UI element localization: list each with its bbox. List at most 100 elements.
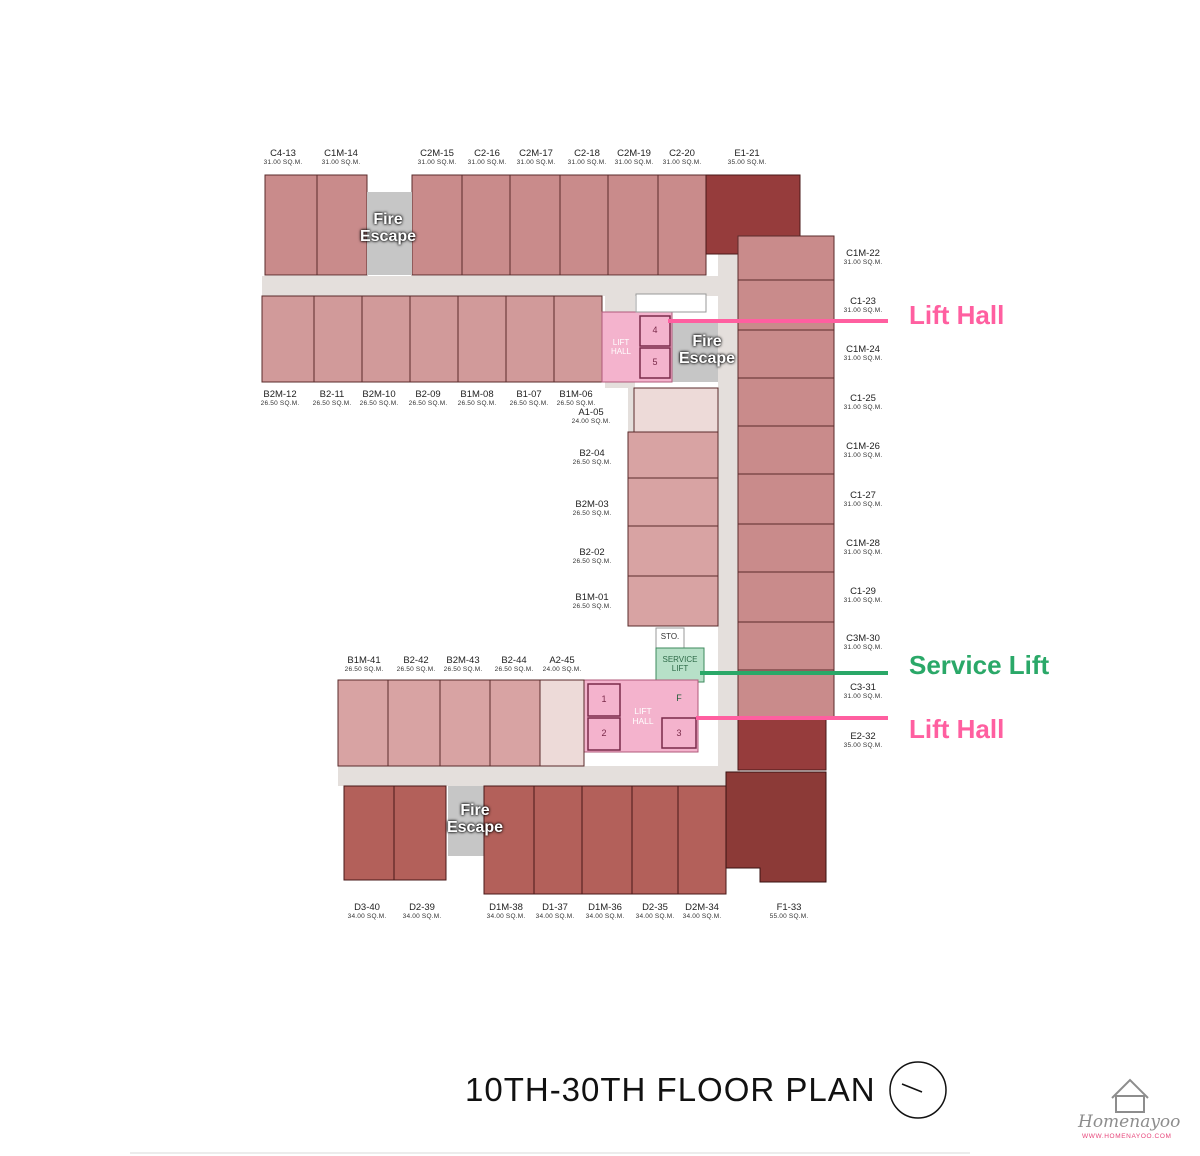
unit-area: 34.00 SQ.M.: [347, 913, 387, 921]
upper-row-units: [261, 295, 603, 383]
unit-code: B2-04: [579, 448, 605, 459]
fire-escape-line1: Fire: [692, 333, 722, 350]
unit-label: E2-32 35.00 SQ.M.: [828, 731, 898, 750]
unit-code: B1M-01: [575, 592, 609, 603]
unit-area: 26.50 SQ.M.: [572, 459, 612, 467]
unit-code: C1M-28: [846, 538, 880, 549]
unit-code: B2M-03: [575, 499, 609, 510]
unit-label: C1M-22 31.00 SQ.M.: [828, 248, 898, 267]
unit-code: E2-32: [850, 731, 876, 742]
unit-label: C1-23 31.00 SQ.M.: [828, 296, 898, 315]
fire-escape-line1: Fire: [373, 211, 403, 228]
lift-hall-line1: LIFT: [634, 706, 652, 716]
unit-label: B1M-08 26.50 SQ.M.: [442, 389, 512, 408]
unit-area: 26.50 SQ.M.: [443, 666, 483, 674]
unit-label: B2-44 26.50 SQ.M.: [479, 655, 549, 674]
fire-escape-label: Fire Escape: [353, 211, 423, 246]
unit-code: C2-18: [574, 148, 600, 159]
unit-label: B2-11 26.50 SQ.M.: [297, 389, 367, 408]
unit-code: B2-09: [415, 389, 441, 400]
unit-label: B2-09 26.50 SQ.M.: [393, 389, 463, 408]
unit-area: 26.50 SQ.M.: [344, 666, 384, 674]
unit-label: C1-27 31.00 SQ.M.: [828, 490, 898, 509]
unit-area: 26.50 SQ.M.: [572, 558, 612, 566]
unit-code: D2-35: [642, 902, 668, 913]
lift-hall-top: [601, 293, 707, 383]
unit-code: D1M-36: [588, 902, 622, 913]
unit-label: B2-04 26.50 SQ.M.: [557, 448, 627, 467]
unit-e2-32: [737, 717, 827, 771]
unit-code: E1-21: [734, 148, 760, 159]
inner-units: [627, 387, 719, 627]
unit-code: B1M-06: [559, 389, 593, 400]
unit-label: D1M-36 34.00 SQ.M.: [570, 902, 640, 921]
unit-code: C1-25: [850, 393, 876, 404]
house-logo-icon: [1111, 1078, 1149, 1113]
lift-number: 1: [601, 694, 607, 704]
unit-area: 31.00 SQ.M.: [567, 159, 607, 167]
unit-area: 35.00 SQ.M.: [727, 159, 767, 167]
unit-code: B2-44: [501, 655, 527, 666]
unit-area: 26.50 SQ.M.: [359, 400, 399, 408]
unit-label: A1-05 24.00 SQ.M.: [556, 407, 626, 426]
unit-code: B2M-10: [362, 389, 396, 400]
unit-area: 26.50 SQ.M.: [556, 400, 596, 408]
unit-area: 34.00 SQ.M.: [635, 913, 675, 921]
unit-code: C2-16: [474, 148, 500, 159]
unit-code: C2M-17: [519, 148, 553, 159]
unit-label: F1-33 55.00 SQ.M.: [754, 902, 824, 921]
unit-area: 34.00 SQ.M.: [486, 913, 526, 921]
fire-escape-line2: Escape: [359, 227, 417, 245]
unit-code: D1M-38: [489, 902, 523, 913]
unit-label: C1-25 31.00 SQ.M.: [828, 393, 898, 412]
unit-area: 26.50 SQ.M.: [494, 666, 534, 674]
unit-code: B1M-08: [460, 389, 494, 400]
sto-label: STO.: [660, 632, 680, 641]
brand-name: Homenayoo: [1078, 1112, 1181, 1132]
bottom-units: [343, 785, 727, 895]
lift-hall-line2: HALL: [632, 716, 654, 726]
unit-label: E1-21 35.00 SQ.M.: [712, 148, 782, 167]
unit-label: B1M-41 26.50 SQ.M.: [329, 655, 399, 674]
unit-label: D2-35 34.00 SQ.M.: [620, 902, 690, 921]
unit-label: C2-18 31.00 SQ.M.: [552, 148, 622, 167]
unit-area: 31.00 SQ.M.: [843, 644, 883, 652]
top-row-units: [264, 174, 707, 276]
unit-label: C1M-26 31.00 SQ.M.: [828, 441, 898, 460]
unit-area: 26.50 SQ.M.: [260, 400, 300, 408]
unit-area: 31.00 SQ.M.: [417, 159, 457, 167]
unit-area: 31.00 SQ.M.: [843, 355, 883, 363]
lift-number: 3: [676, 728, 682, 738]
unit-label: B2-02 26.50 SQ.M.: [557, 547, 627, 566]
unit-area: 26.50 SQ.M.: [509, 400, 549, 408]
unit-code: B1-07: [516, 389, 542, 400]
unit-label: D2-39 34.00 SQ.M.: [387, 902, 457, 921]
unit-area: 31.00 SQ.M.: [843, 693, 883, 701]
unit-label: D1M-38 34.00 SQ.M.: [471, 902, 541, 921]
unit-label: C1M-14 31.00 SQ.M.: [306, 148, 376, 167]
fire-escape-label: Fire Escape: [672, 333, 742, 368]
unit-code: D1-37: [542, 902, 568, 913]
unit-label: D2M-34 34.00 SQ.M.: [667, 902, 737, 921]
unit-area: 55.00 SQ.M.: [769, 913, 809, 921]
unit-area: 31.00 SQ.M.: [843, 404, 883, 412]
unit-area: 31.00 SQ.M.: [843, 259, 883, 267]
unit-code: C2M-19: [617, 148, 651, 159]
unit-label: A2-45 24.00 SQ.M.: [527, 655, 597, 674]
unit-label: B1M-06 26.50 SQ.M.: [541, 389, 611, 408]
unit-label: B2M-03 26.50 SQ.M.: [557, 499, 627, 518]
unit-label: C1M-24 31.00 SQ.M.: [828, 344, 898, 363]
unit-label: D3-40 34.00 SQ.M.: [332, 902, 402, 921]
lift-number: F: [676, 693, 682, 703]
callout-lines: [668, 319, 888, 720]
unit-code: B2-42: [403, 655, 429, 666]
unit-code: B1M-41: [347, 655, 381, 666]
unit-code: D3-40: [354, 902, 380, 913]
unit-label: B2M-10 26.50 SQ.M.: [344, 389, 414, 408]
unit-area: 26.50 SQ.M.: [572, 603, 612, 611]
unit-area: 31.00 SQ.M.: [321, 159, 361, 167]
lower-row-units: [337, 679, 585, 767]
brand-url: WWW.HOMENAYOO.COM: [1082, 1133, 1172, 1140]
unit-code: D2M-34: [685, 902, 719, 913]
callout-lift-hall-bottom: Lift Hall: [909, 714, 1005, 744]
